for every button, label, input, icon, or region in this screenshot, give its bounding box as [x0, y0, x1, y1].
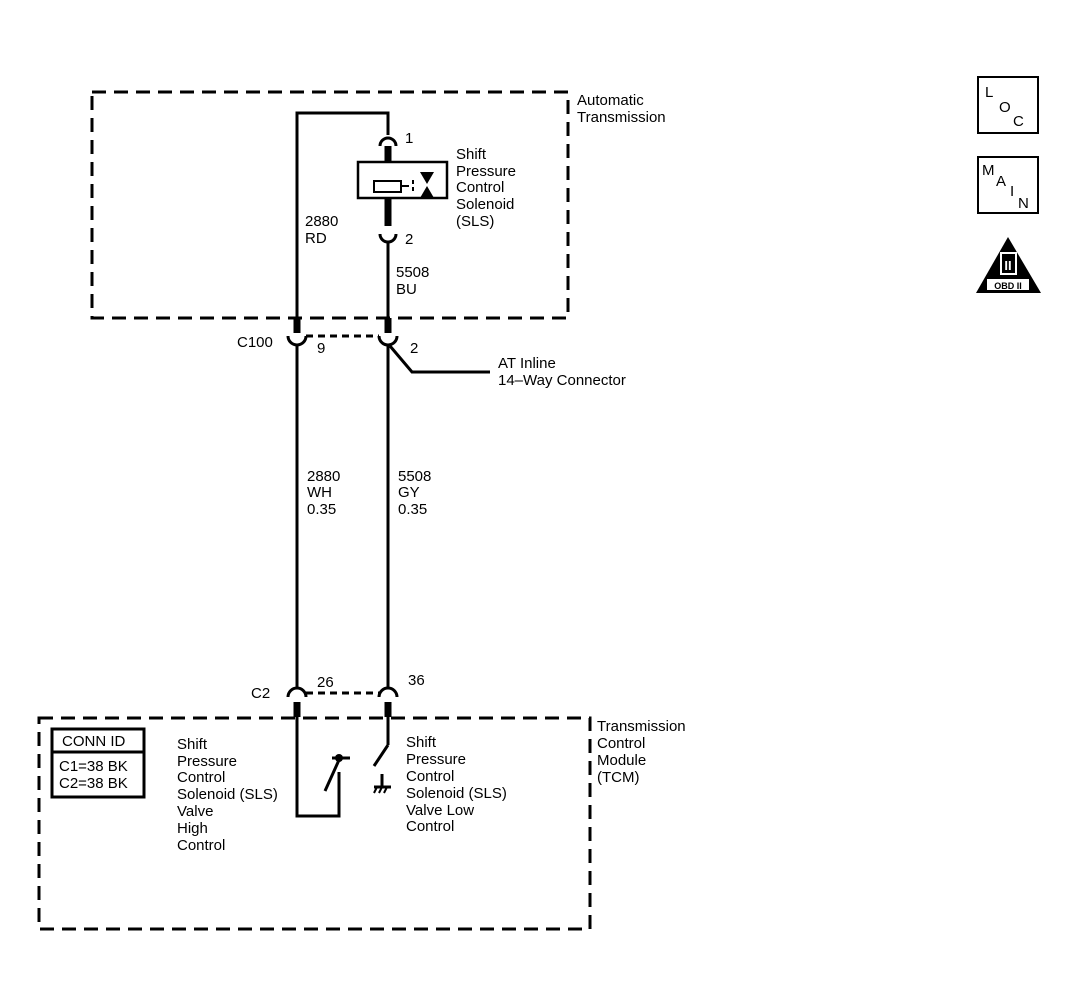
solenoid-pin-2: 2 — [405, 231, 413, 248]
conn-id-box — [50, 727, 146, 799]
svg-text:OBD II: OBD II — [994, 281, 1022, 291]
c100-id: C100 — [237, 334, 273, 351]
c2-pin-26: 26 — [317, 674, 334, 691]
wire-2880 — [293, 111, 390, 818]
c100-pin-9: 9 — [317, 340, 325, 357]
low-control-switch — [372, 744, 391, 794]
svg-text:O: O — [999, 99, 1011, 116]
loc-badge[interactable]: L O C — [977, 76, 1039, 134]
obd-ii-badge: II OBD II — [976, 237, 1041, 293]
svg-text:A: A — [996, 173, 1006, 190]
c100-label: AT Inline 14–Way Connector — [498, 355, 626, 389]
solenoid-symbol — [356, 160, 449, 200]
solenoid-label: Shift Pressure Control Solenoid (SLS) — [456, 146, 520, 230]
low-control-label: Shift Pressure Control Solenoid (SLS) Va… — [406, 734, 511, 835]
tcm-boundary — [37, 716, 592, 931]
conn-id-title: CONN ID — [62, 733, 126, 750]
wire-2880-upper-label: 2880 RD — [305, 213, 343, 247]
high-control-switch — [323, 754, 350, 792]
svg-text:II: II — [1004, 258, 1011, 273]
solenoid-pin-2-connector — [378, 233, 398, 244]
c2-id: C2 — [251, 685, 270, 702]
wire-5508-lower-label: 5508 GY 0.35 — [398, 468, 436, 518]
wire-2880-lower-label: 2880 WH 0.35 — [307, 468, 345, 518]
svg-text:C: C — [1013, 113, 1024, 130]
high-control-label: Shift Pressure Control Solenoid (SLS) Va… — [177, 736, 282, 854]
conn-id-list: C1=38 BK C2=38 BK — [59, 758, 132, 792]
svg-text:N: N — [1018, 195, 1029, 212]
solenoid-pin-1-connector — [378, 136, 398, 147]
automatic-transmission-label: Automatic Transmission — [577, 92, 666, 126]
c100-pin-2: 2 — [410, 340, 418, 357]
tcm-label: Transmission Control Module (TCM) — [597, 718, 690, 786]
c2-connector — [286, 686, 399, 698]
c100-connector — [286, 334, 490, 374]
c2-pin-36: 36 — [408, 672, 425, 689]
main-badge[interactable]: M A I N — [977, 156, 1039, 214]
svg-text:I: I — [1010, 183, 1014, 200]
wire-5508-upper-label: 5508 BU — [396, 264, 434, 298]
svg-text:M: M — [982, 162, 995, 179]
svg-text:L: L — [985, 84, 993, 101]
solenoid-pin-1: 1 — [405, 130, 413, 147]
